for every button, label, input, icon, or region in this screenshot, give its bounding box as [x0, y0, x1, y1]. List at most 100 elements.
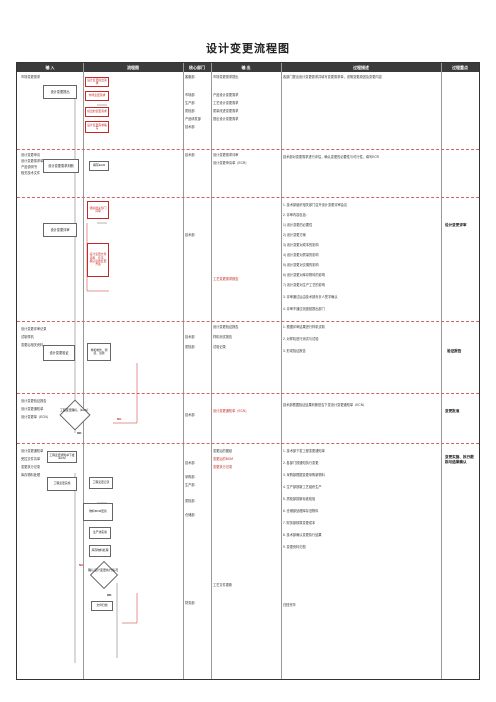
input-text: 受控文件清单: [21, 457, 41, 461]
desc-text: 1. 根据评审结果进行样机试制: [283, 325, 325, 329]
flow-step: 工程变更通知单下发（ECN）: [47, 451, 77, 463]
output-text: 变更后的图纸: [213, 449, 233, 453]
row-divider: [17, 149, 479, 150]
output-text: 变更后的BOM: [213, 457, 234, 461]
desc-text: 4. 评审不通过则退回提出部门: [283, 307, 325, 311]
process-table: 输 入 流程图 核心部门 输 出 过程描述 过程重点 市场变更需: [16, 62, 480, 680]
decision-label: 工程变更确认（ECN）: [59, 408, 91, 412]
input-text: 相关技术文件: [21, 171, 41, 175]
ng-label: NG: [79, 563, 84, 567]
input-text: 设计变更通知单: [21, 407, 44, 411]
output-text: 设计变更通知单（ECN）: [213, 409, 249, 413]
desc-text: 2. 评审内容包括：: [283, 213, 309, 217]
control-point: 变更批准: [445, 409, 460, 413]
desc-text: 2) 设计变更方案: [283, 233, 306, 237]
desc-text: 8. 技术部确认变更执行结果: [283, 533, 322, 537]
desc-text: 4. 生产部按新工艺组织生产: [283, 485, 322, 489]
owner-text: 技术部: [185, 153, 195, 157]
flow-step: 设计变更评审: [43, 223, 77, 237]
desc-text: 5) 设计变更对交期的影响: [283, 263, 319, 267]
output-text: 样机测试报告: [213, 335, 233, 339]
flow-step: 库存物料处理: [89, 545, 111, 557]
owner-text: 质检部: [185, 345, 195, 349]
desc-text: 3. 采购部根据变更采购新物料: [283, 473, 325, 477]
owner-text: 技术部: [185, 125, 195, 129]
owner-text: 采购部: [185, 475, 195, 479]
input-text: 设计变更通知单: [21, 449, 44, 453]
ok-label: OK: [107, 593, 112, 597]
output-text: 设计变更申请单（ECR）: [213, 161, 249, 165]
header-owner: 核心部门: [183, 63, 211, 72]
flow-step: 设计变更提出需求: [85, 77, 109, 87]
output-text: 提出设计变更需求: [213, 117, 239, 121]
input-text: 市场变更需求: [21, 75, 41, 79]
owner-text: 财务部: [185, 601, 195, 605]
desc-text: 3. 评审通过后由技术部负责人签字确认: [283, 295, 338, 299]
col-divider: [441, 63, 442, 679]
desc-text: 6. 仓储部处理库存旧物料: [283, 509, 319, 513]
flow-end: 文件归档: [91, 601, 113, 611]
flow-step: 设计变更提出: [43, 85, 77, 99]
header-control: 过程重点: [441, 63, 479, 72]
row-divider: [17, 393, 479, 394]
col-divider: [183, 63, 184, 679]
header-output: 输 出: [211, 63, 281, 72]
output-text: 试验记录: [213, 345, 226, 349]
desc-text: 5. 质检部按新标准检验: [283, 497, 316, 501]
desc-text: 1. 技术部组织相关部门召开设计变更评审会议: [283, 203, 348, 207]
flow-step: 市场变更需求: [85, 91, 109, 101]
owner-text: 生产部: [185, 101, 195, 105]
row-divider: [17, 321, 479, 322]
desc-text: 各部门提出设计变更需求并填写变更需求单，说明变更原因及变更内容: [283, 75, 382, 79]
desc-text: 7. 财务部核算变更成本: [283, 521, 316, 525]
desc-text: 技术部对变更需求进行评估，确认变更的必要性与可行性，填写ECR: [283, 155, 379, 159]
output-text: 工艺设计变更需求: [213, 101, 239, 105]
input-text: 库存物料处理: [21, 473, 41, 477]
desc-text: 2. 对样机进行测试与试验: [283, 337, 319, 341]
desc-text: 1) 设计变更的必要性: [283, 223, 313, 227]
owner-text: 技术部: [185, 413, 195, 417]
output-text: 变更执行记录: [213, 465, 233, 469]
output-text: 产品设计变更需求: [213, 93, 239, 97]
owner-text: 产品研发部: [185, 117, 201, 121]
flow-step: 设计变更文件评审、签字、确认后的变更方案: [87, 243, 109, 277]
desc-text: 归档完毕: [283, 603, 296, 607]
flow-step: 设计变更需求编写: [85, 121, 109, 133]
output-text: 市场变更需求提出: [213, 75, 239, 79]
input-text: 产品说明书: [21, 165, 37, 169]
output-text: 工艺文件更新: [213, 583, 233, 587]
flow-step: 工程变更实施: [47, 477, 77, 491]
owner-text: 技术部: [185, 233, 195, 237]
page-title: 设计变更流程图: [206, 43, 290, 55]
decision-diamond: [59, 399, 91, 431]
input-text: 变更后相关资料: [21, 343, 44, 347]
flow-step: 生产线实施: [89, 527, 111, 539]
owner-text: 质检部: [185, 499, 195, 503]
flow-doc: 填写ECR: [89, 161, 109, 171]
ok-label: OK: [77, 431, 82, 435]
desc-text: 3) 设计变更对成本的影响: [283, 243, 319, 247]
control-point: 变更实施、执行跟踪与结果确认: [445, 455, 474, 464]
control-point: 设计变更评审: [445, 223, 467, 227]
input-text: 设计变更评审记录: [21, 327, 47, 331]
output-text: 工艺变更需求报告: [213, 277, 239, 281]
owner-text: 仓储部: [185, 513, 195, 517]
owner-text: 市场部: [185, 93, 195, 97]
owner-text: 质检部: [185, 109, 195, 113]
flow-step: 组织相关部门评审: [87, 201, 109, 219]
decision-label: 确认设计变更执行情况: [87, 568, 118, 572]
header-flow: 流程图: [83, 63, 183, 72]
owner-text: 生产部: [185, 483, 195, 487]
flow-step: 样机制作、测试、试验: [87, 343, 111, 361]
flow-step: 设计变更验证: [43, 345, 75, 361]
owner-text: 技术部: [185, 461, 195, 465]
desc-text: 9. 变更资料归档: [283, 545, 306, 549]
decision-diamond: [89, 560, 119, 590]
owner-text: 技术部: [185, 335, 195, 339]
output-text: 设计变更需求评审: [213, 153, 239, 157]
col-divider: [281, 63, 282, 679]
flow-connectors: [74, 91, 138, 663]
col-divider: [83, 63, 84, 679]
output-text: 设计变更验证报告: [213, 325, 239, 329]
input-text: 设计变更需求单: [21, 159, 44, 163]
